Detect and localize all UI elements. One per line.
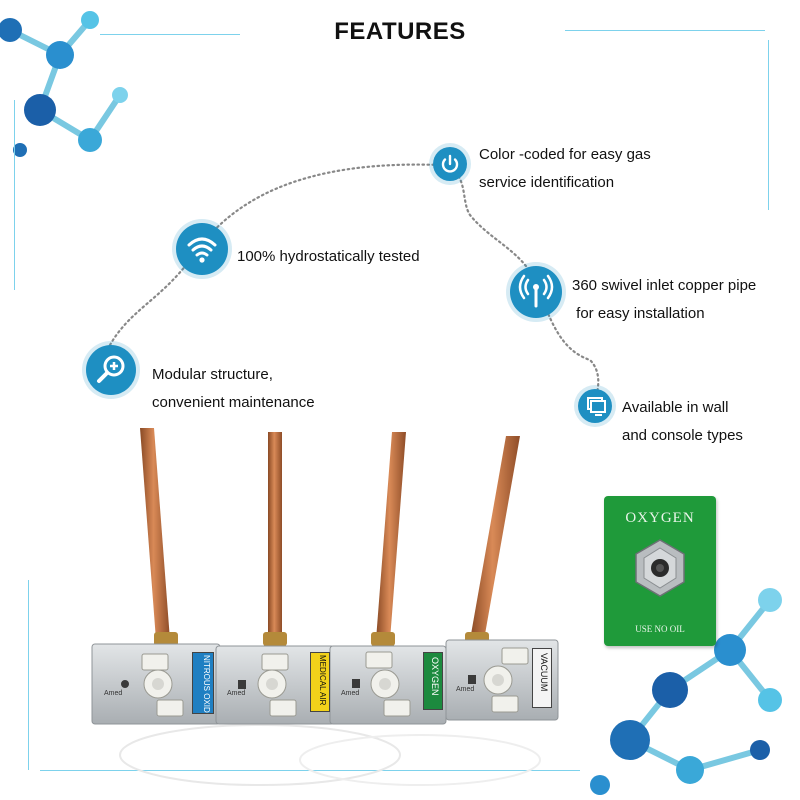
page-title: FEATURES (334, 18, 466, 45)
feature-line: 360 swivel inlet copper pipe (572, 277, 757, 294)
decor-line-bottom-left (28, 580, 29, 770)
oxygen-plate: OXYGEN USE NO OIL (604, 496, 716, 646)
outlet-label-vacuum: VACUUM (532, 648, 552, 708)
brand-mark: Amed (341, 690, 360, 697)
brand-mark: Amed (456, 686, 475, 693)
outlet-label-medical-air: MEDICAL AIR (310, 652, 330, 712)
antenna-icon (510, 266, 562, 318)
magnifier-plus-icon (86, 345, 136, 395)
decor-line-right (768, 40, 769, 210)
outlet-label-text: OXYGEN (430, 657, 440, 696)
outlet-label-nitrous: NITROUS OXIDE (192, 652, 214, 714)
feature-line: service identification (479, 174, 615, 191)
feature-wall-console: Available in wall and console types (622, 394, 743, 450)
copper-pipe-group (140, 428, 520, 640)
feature-line: Available in wall (622, 399, 729, 416)
oxygen-plate-title: OXYGEN (625, 510, 695, 526)
outlet-label-oxygen: OXYGEN (423, 652, 443, 710)
molecule-decoration-top-left (0, 11, 128, 157)
power-icon (433, 147, 467, 181)
molecule-decoration-bottom-right (590, 588, 782, 795)
feature-line: Modular structure, (152, 366, 273, 383)
feature-line: for easy installation (572, 305, 705, 322)
feature-line: Color -coded for easy gas (479, 146, 651, 163)
feature-swivel-pipe: 360 swivel inlet copper pipe for easy in… (572, 272, 756, 328)
hex-nut-icon (635, 539, 685, 597)
brand-mark: Amed (104, 690, 123, 697)
feature-line: and console types (622, 427, 743, 444)
outlet-label-text: NITROUS OXIDE (202, 655, 211, 714)
brand-mark: Amed (227, 690, 246, 697)
feature-line: 100% hydrostatically tested (237, 248, 420, 265)
feature-color-coded: Color -coded for easy gas service identi… (479, 141, 651, 197)
decor-line-top (100, 34, 240, 35)
wifi-icon (176, 223, 228, 275)
decor-line-top-right (565, 30, 765, 31)
feature-line: convenient maintenance (152, 394, 315, 411)
feature-hydrostatic: 100% hydrostatically tested (237, 243, 420, 271)
decor-line-left (14, 100, 15, 290)
monitor-icon (578, 389, 612, 423)
outlet-label-text: MEDICAL AIR (318, 655, 327, 706)
feature-modular: Modular structure, convenient maintenanc… (152, 361, 315, 417)
outlet-label-text: VACUUM (539, 653, 549, 692)
oxygen-plate-footer: USE NO OIL (635, 624, 685, 634)
